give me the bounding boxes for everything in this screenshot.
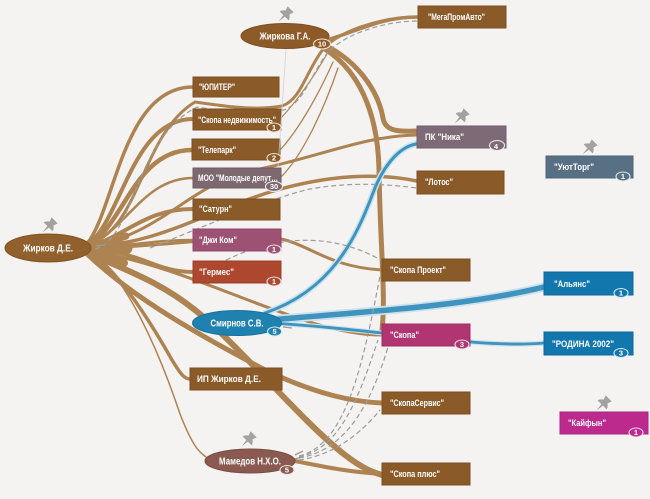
svg-text:30: 30 (270, 182, 278, 191)
svg-text:3: 3 (619, 349, 623, 358)
svg-text:"Скопа плюс": "Скопа плюс" (390, 469, 440, 480)
svg-text:"Скопа": "Скопа" (390, 330, 419, 341)
svg-text:"Лотос": "Лотос" (425, 177, 453, 188)
svg-text:3: 3 (460, 340, 464, 349)
svg-text:"Альянс": "Альянс" (554, 279, 590, 290)
svg-text:1: 1 (272, 245, 276, 254)
svg-text:Мамедов Н.Х.О.: Мамедов Н.Х.О. (219, 457, 281, 468)
svg-text:4: 4 (494, 142, 499, 151)
svg-text:"ЮПИТЕР": "ЮПИТЕР" (199, 82, 235, 93)
svg-text:"УютТорг": "УютТорг" (554, 162, 594, 173)
svg-text:1: 1 (272, 123, 276, 132)
svg-text:ИП Жирков Д.Е.: ИП Жирков Д.Е. (197, 374, 261, 385)
svg-text:МОО "Молодые депут…: МОО "Молодые депут… (198, 173, 278, 184)
svg-text:5: 5 (273, 327, 277, 336)
svg-text:"Телепарк": "Телепарк" (198, 145, 236, 156)
svg-text:"Скопа Проект": "Скопа Проект" (390, 265, 446, 276)
svg-text:5: 5 (285, 466, 289, 475)
svg-text:ПК "Ника": ПК "Ника" (425, 132, 464, 143)
svg-text:1: 1 (621, 172, 625, 181)
svg-text:"Джи Ком": "Джи Ком" (199, 235, 237, 246)
svg-text:"Кайфын": "Кайфын" (568, 418, 606, 429)
svg-text:1: 1 (619, 289, 623, 298)
svg-text:"Сатурн": "Сатурн" (199, 204, 232, 215)
svg-text:Жирков Д.Е.: Жирков Д.Е. (22, 244, 73, 255)
svg-text:10: 10 (318, 40, 326, 49)
svg-text:"Скопа недвижимость": "Скопа недвижимость" (198, 115, 276, 126)
svg-text:Жиркова Г.А.: Жиркова Г.А. (259, 32, 311, 43)
svg-text:"Гермес": "Гермес" (199, 267, 234, 278)
svg-text:"МегаПромАвто": "МегаПромАвто" (428, 12, 485, 23)
svg-text:2: 2 (272, 154, 276, 163)
svg-text:1: 1 (634, 428, 638, 437)
svg-text:Смирнов С.В.: Смирнов С.В. (211, 319, 264, 330)
svg-text:"СкопаСервис": "СкопаСервис" (390, 398, 444, 409)
svg-text:"РОДИНА 2002": "РОДИНА 2002" (552, 339, 614, 350)
svg-text:1: 1 (272, 277, 276, 286)
